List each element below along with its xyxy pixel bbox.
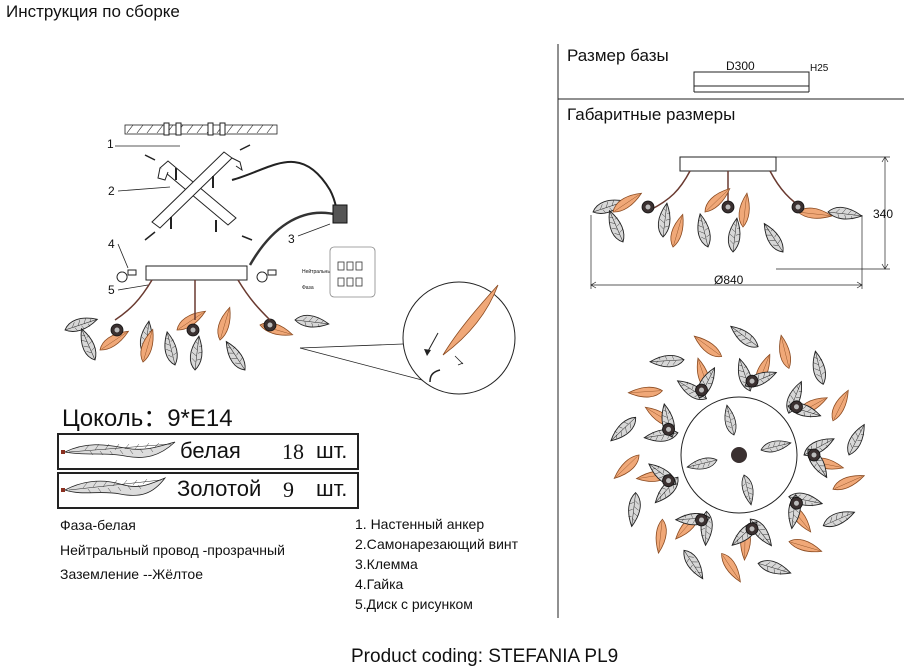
callout-1: 1 [107, 137, 114, 151]
parts-list-item: 4.Гайка [355, 576, 404, 592]
callout-3: 3 [288, 232, 295, 246]
white-leaf-unit: шт. [316, 438, 348, 463]
callout-4: 4 [108, 237, 115, 251]
base-size-label: Размер базы [567, 46, 669, 65]
white-leaf-name: белая [180, 438, 241, 463]
base-height-label: H25 [810, 63, 829, 74]
white-leaf-box [57, 433, 359, 470]
terminal-label-neutral: Нейтральный провод [302, 269, 352, 275]
white-leaf-count: 18 [282, 439, 304, 464]
gold-leaf-name: Золотой [177, 476, 262, 501]
parts-list-item: 2.Самонарезающий винт [355, 536, 519, 552]
terminal-title: Заземление [335, 248, 375, 255]
wiring-note: Нейтральный провод -прозрачный [60, 542, 285, 558]
base-diameter-label: D300 [726, 59, 755, 73]
callout-2: 2 [108, 184, 115, 198]
wiring-note: Заземление --Жёлтое [60, 566, 203, 582]
gold-leaf-unit: шт. [316, 476, 348, 501]
terminal-label-phase: Фаза [302, 285, 314, 291]
callout-5: 5 [108, 283, 115, 297]
overall-height-label: 340 [873, 207, 894, 221]
product-code: Product coding: STEFANIA PL9 [351, 646, 619, 667]
overall-diameter-label: Ø840 [714, 273, 744, 287]
wiring-note: Фаза-белая [60, 517, 136, 533]
parts-list-item: 1. Настенный анкер [355, 516, 485, 532]
parts-list-item: 5.Диск с рисунком [355, 596, 473, 612]
gold-leaf-count: 9 [283, 477, 294, 502]
socket-label: Цоколь：9*E14 [62, 405, 233, 432]
page-title: Инструкция по сборке [6, 2, 180, 21]
parts-list-item: 3.Клемма [355, 556, 418, 572]
overall-size-label: Габаритные размеры [567, 105, 736, 124]
gold-leaf-box [57, 472, 359, 509]
